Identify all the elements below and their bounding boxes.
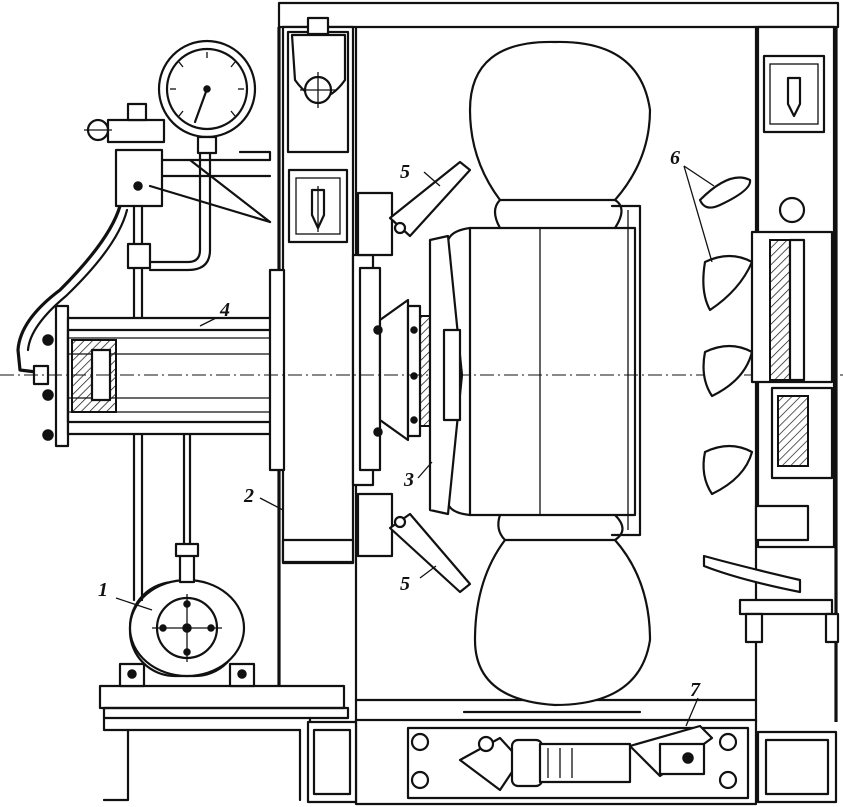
hook-levers (698, 176, 802, 594)
base-plate (98, 684, 358, 804)
arm-upper (356, 160, 472, 257)
callout-7: 7 (690, 679, 701, 701)
callout-5-upper: 5 (400, 161, 410, 183)
callout-labels: 1 2 3 4 5 5 6 7 (98, 147, 701, 701)
clamp-disc (428, 234, 464, 516)
callout-4: 4 (219, 299, 230, 321)
arm-lower (356, 492, 472, 594)
hydraulic-lines (16, 151, 212, 602)
rear-column (738, 25, 840, 804)
lift-cylinder (406, 710, 750, 800)
front-column (281, 16, 355, 565)
main-cylinder (32, 268, 286, 472)
pressure-gauge (157, 39, 257, 155)
callout-5-lower: 5 (400, 573, 410, 595)
chuck-plate (351, 253, 431, 487)
drive-motor (118, 542, 256, 688)
callout-1: 1 (98, 579, 108, 601)
valve-block (84, 102, 272, 224)
leader-lines (115, 165, 715, 727)
callout-3: 3 (403, 469, 414, 491)
callout-2: 2 (243, 485, 254, 507)
callout-6: 6 (670, 147, 680, 169)
